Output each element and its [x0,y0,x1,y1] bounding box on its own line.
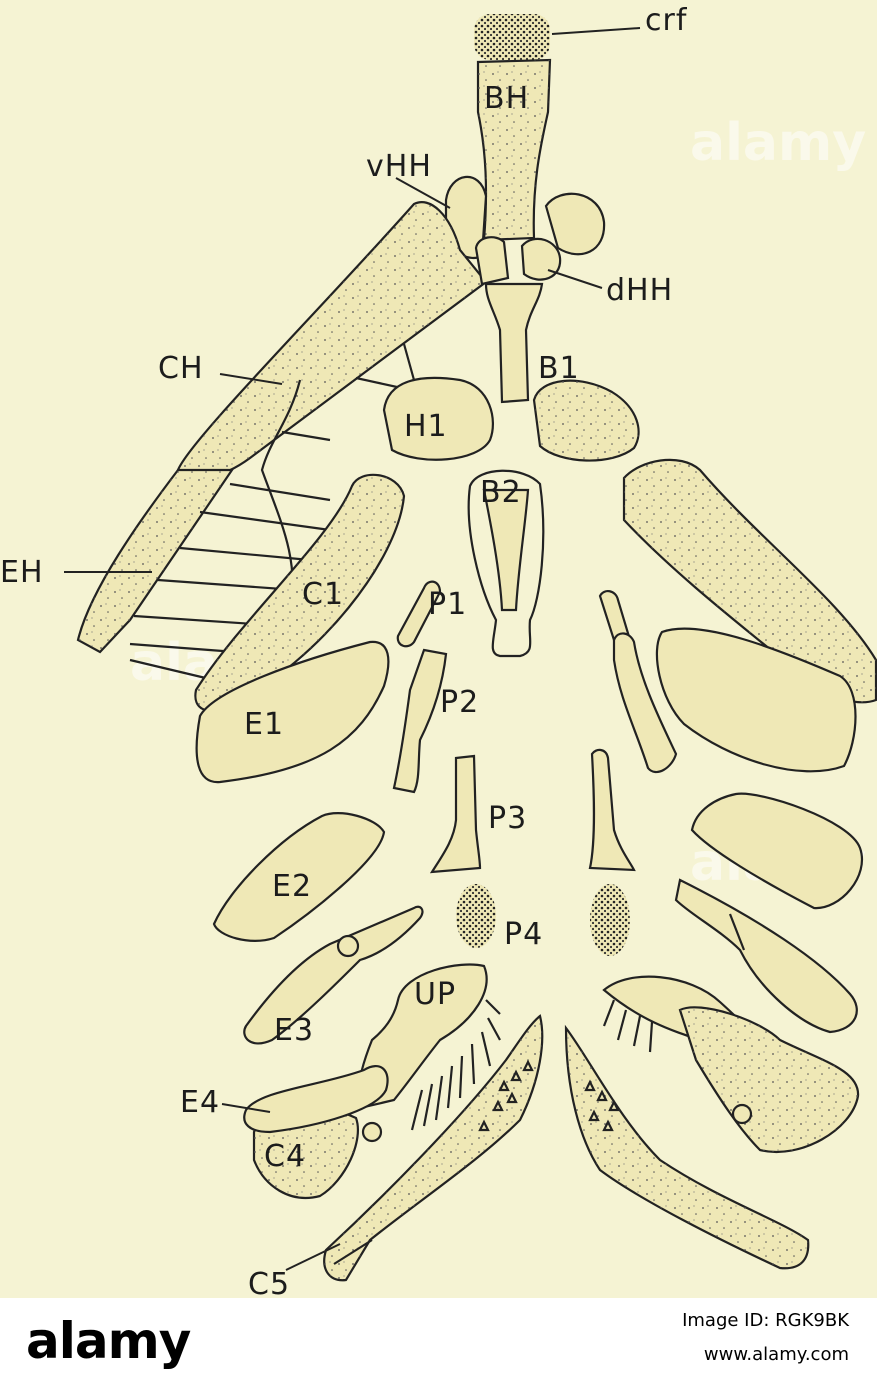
pharyngobranchial-4 [456,884,630,956]
crf-cartilage [474,14,550,60]
label-ch: CH [158,351,204,386]
label-p2: P2 [440,685,479,720]
label-p1: P1 [428,587,467,622]
skeleton-diagram: alamy alamy alamy [0,0,877,1298]
label-vhh: vHH [366,149,432,184]
ceratobranchial-5-right [564,1024,810,1270]
epibranchial-3-right [674,878,858,1034]
ceratobranchial-5-left [323,1014,544,1282]
label-crf: crf [645,3,688,38]
label-c4: C4 [264,1139,306,1174]
label-eh: EH [0,555,44,590]
dorsal-hypohyal [474,236,562,286]
label-up: UP [414,977,456,1012]
label-e1: E1 [244,707,284,742]
branchiostegal-rays [129,343,421,682]
alamy-logo: alamy [26,1312,191,1370]
pharyngobranchial-2 [392,632,678,794]
epihyal-left [76,468,235,654]
label-c1: C1 [302,577,344,612]
label-b2: B2 [480,475,522,510]
hypobranchial-1 [382,376,640,462]
label-e2: E2 [272,869,312,904]
leader-lines [64,27,641,1271]
diagram-labels: crf BH vHH dHH CH B1 H1 B2 EH C1 P1 P2 E… [0,3,688,1298]
ceratobranchial-1-right [622,458,877,704]
epibranchial-1-right [655,627,857,773]
epibranchial-2-right [690,792,863,910]
label-p4: P4 [504,917,543,952]
stock-footer: alamy Image ID: RGK9BK www.alamy.com [0,1298,877,1390]
basibranchial-2 [467,469,545,658]
label-h1: H1 [404,409,448,444]
epibranchial-2-left [212,812,386,942]
ceratobranchial-4-right [678,1006,860,1153]
watermark-text: alamy [690,113,866,173]
epibranchial-4-left [243,1065,389,1143]
label-e4: E4 [180,1085,220,1120]
label-c5: C5 [248,1267,290,1298]
diagram-canvas: alamy alamy alamy [0,3,877,1298]
image-id-text: Image ID: RGK9BK [682,1310,849,1331]
basihyal-bone [476,58,552,242]
label-dhh: dHH [606,273,673,308]
basibranchial-1 [484,282,544,404]
epibranchial-1-left [195,640,390,784]
label-e3: E3 [274,1013,314,1048]
pharyngobranchial-3 [429,748,636,874]
footer-url-text: www.alamy.com [703,1344,849,1365]
epibranchial-3-left [243,905,424,1045]
label-p3: P3 [488,801,527,836]
label-b1: B1 [538,351,580,386]
label-bh: BH [484,81,529,116]
